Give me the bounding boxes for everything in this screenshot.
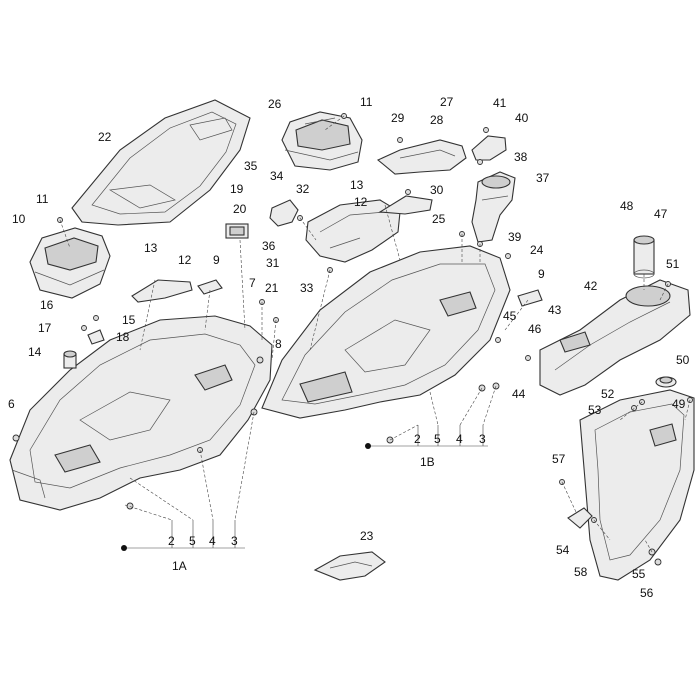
callout-2-1B: 2	[414, 432, 421, 446]
part-23-mat	[313, 551, 386, 581]
callout-28: 28	[430, 113, 444, 127]
callout-3-1A: 3	[231, 534, 238, 548]
callout-26: 26	[268, 97, 282, 111]
callout-14: 14	[28, 345, 42, 359]
callout-4-1A: 4	[209, 534, 216, 548]
part-54-clip	[567, 507, 593, 529]
callout-11-left: 11	[36, 192, 49, 206]
callout-34: 34	[270, 169, 284, 183]
callout-37: 37	[536, 171, 550, 185]
callout-11-top: 11	[360, 95, 373, 109]
part-40-cap	[471, 135, 507, 161]
callout-13-left: 13	[144, 241, 158, 255]
part-12-bracket-right	[378, 195, 433, 215]
callout-20: 20	[233, 202, 247, 216]
callout-36: 36	[262, 239, 276, 253]
callout-32: 32	[296, 182, 310, 196]
callout-51: 51	[666, 257, 680, 271]
callout-53: 53	[588, 403, 602, 417]
part-34-cover	[269, 199, 299, 227]
callout-12-right: 12	[354, 195, 368, 209]
callout-13-right: 13	[350, 178, 364, 192]
part-47-cylinder	[633, 235, 655, 279]
callout-22: 22	[98, 130, 112, 144]
callout-56: 56	[640, 586, 654, 600]
callout-48: 48	[620, 199, 634, 213]
callout-52: 52	[601, 387, 615, 401]
callout-25: 25	[432, 212, 446, 226]
callout-38: 38	[514, 150, 528, 164]
part-26-box	[281, 111, 363, 171]
part-37-funnel	[471, 171, 516, 243]
part-9-clip-right	[517, 289, 543, 307]
part-1B-compartment	[261, 245, 511, 419]
callout-6: 6	[8, 397, 15, 411]
callout-27: 27	[440, 95, 454, 109]
callout-5-1B: 5	[434, 432, 441, 446]
part-50-cap	[655, 376, 677, 388]
leader-lines	[59, 115, 691, 553]
callout-4-1B: 4	[456, 432, 463, 446]
callout-9-right: 9	[538, 267, 545, 281]
callout-12-left: 12	[178, 253, 192, 267]
callout-15: 15	[122, 313, 136, 327]
callout-16: 16	[40, 298, 54, 312]
callout-23: 23	[360, 529, 374, 543]
callout-55: 55	[632, 567, 646, 581]
part-27-bracket	[376, 139, 467, 175]
callout-1B: 1B	[420, 455, 435, 469]
callout-29: 29	[391, 111, 405, 125]
part-42-frame	[539, 279, 691, 396]
part-22-liner-mat	[71, 99, 251, 226]
callout-2-1A: 2	[168, 534, 175, 548]
callout-30: 30	[430, 183, 444, 197]
callout-33: 33	[300, 281, 314, 295]
callout-42: 42	[584, 279, 598, 293]
callout-41: 41	[493, 96, 507, 110]
callout-49: 49	[672, 397, 686, 411]
part-12-bracket-left	[131, 279, 193, 303]
callout-50: 50	[676, 353, 690, 367]
callout-54: 54	[556, 543, 570, 557]
part-9-clip-left	[197, 279, 223, 295]
callout-3-1B: 3	[479, 432, 486, 446]
part-15-clip	[87, 329, 105, 345]
callout-17: 17	[38, 321, 52, 335]
callout-47: 47	[654, 207, 668, 221]
callout-46: 46	[528, 322, 542, 336]
callout-18: 18	[116, 330, 130, 344]
callout-58: 58	[574, 565, 588, 579]
callout-7: 7	[249, 276, 256, 290]
callout-8: 8	[275, 337, 282, 351]
callout-35: 35	[244, 159, 258, 173]
callout-40: 40	[515, 111, 529, 125]
callout-39: 39	[508, 230, 522, 244]
callout-43: 43	[548, 303, 562, 317]
callout-labels: 1A 1B 2 5 4 3 2 5 4 3 6 7 8 9 9 10 11 11…	[8, 95, 690, 600]
callout-5-1A: 5	[189, 534, 196, 548]
callout-44: 44	[512, 387, 526, 401]
part-1A-compartment	[9, 315, 273, 511]
part-lower-compartment-right	[579, 389, 695, 581]
callout-1A: 1A	[172, 559, 187, 573]
callout-45: 45	[503, 309, 517, 323]
callout-57: 57	[552, 452, 566, 466]
part-20-block	[225, 223, 249, 239]
callout-10: 10	[12, 212, 26, 226]
part-10-box	[29, 227, 111, 299]
callout-31: 31	[266, 256, 280, 270]
callout-19: 19	[230, 182, 244, 196]
part-32-bracket	[305, 199, 401, 263]
callout-24: 24	[530, 243, 544, 257]
part-14-switch	[63, 350, 77, 369]
callout-9-left: 9	[213, 253, 220, 267]
callout-21: 21	[265, 281, 279, 295]
